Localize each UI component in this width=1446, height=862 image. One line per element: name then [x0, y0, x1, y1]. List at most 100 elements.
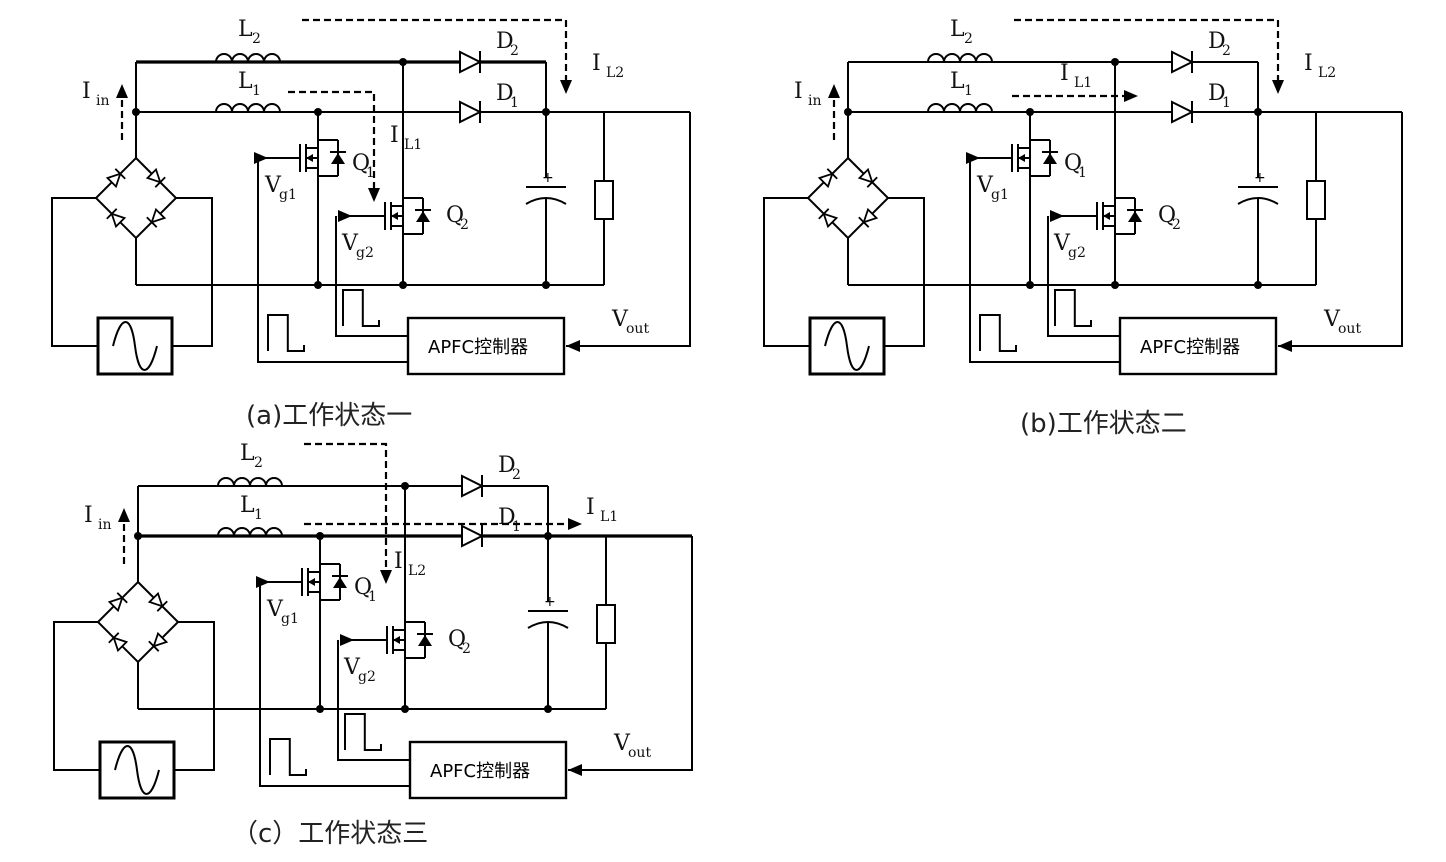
diode-bar	[106, 208, 118, 220]
il1-label: I	[1060, 61, 1069, 86]
vout-arrow-icon	[568, 764, 582, 776]
diode-symbol	[459, 50, 483, 74]
sine-wave-icon	[824, 321, 870, 371]
mosfet-arrow	[1018, 154, 1025, 162]
diode-symbol	[461, 524, 485, 548]
mosfet-arrow	[306, 154, 313, 162]
iin-label-subscript: in	[808, 93, 822, 109]
inductor-l2-label: L	[238, 17, 253, 42]
il2-label: I	[592, 51, 601, 76]
diode-d1-label: D	[496, 81, 514, 106]
vg2-drive-wire	[335, 216, 408, 337]
diode-d2-label-subscript: 2	[512, 467, 521, 483]
diode-bar	[114, 168, 126, 180]
gate-pulse-waveform	[1054, 289, 1092, 327]
vout-label-subscript: out	[626, 321, 649, 337]
capacitor-curved-plate	[1237, 197, 1279, 205]
vg1-drive-wire	[969, 158, 1120, 363]
capacitor-plus-sign: +	[542, 170, 554, 186]
diode-triangle	[150, 207, 167, 224]
vg2-arrow-icon	[1050, 210, 1064, 222]
mosfet-q1-label-subscript: 1	[366, 165, 375, 181]
bridge-diode	[857, 167, 878, 188]
mosfet-q1-label: Q	[1064, 151, 1082, 176]
vout-label-subscript: out	[1338, 321, 1361, 337]
iin-label: I	[84, 503, 93, 528]
diode-bar	[826, 168, 838, 180]
bridge-diode	[146, 207, 167, 228]
diode-d2-label: D	[496, 29, 514, 54]
diode-bar	[108, 632, 120, 644]
capacitor-curved-plate	[525, 197, 567, 205]
resistor-symbol	[1306, 180, 1326, 220]
diode-d2-label: D	[498, 453, 516, 478]
diode-symbol	[461, 474, 485, 498]
il1-label: I	[586, 495, 595, 520]
capacitor-curved-plate	[527, 621, 569, 629]
mosfet-q1-label-subscript: 1	[368, 589, 377, 605]
mosfet-arrow	[1103, 212, 1110, 220]
gate-pulse-waveform	[342, 289, 380, 327]
diode-bar	[156, 600, 168, 612]
vout-label: V	[613, 731, 631, 756]
diode-bar	[866, 176, 878, 188]
bridge-rectifier	[96, 580, 180, 664]
mosfet-arrow	[393, 636, 400, 644]
vg2-label: V	[1053, 231, 1071, 256]
inductor-l2-label-subscript: 2	[254, 455, 263, 471]
iin-arrow-icon	[118, 508, 130, 522]
il2-current-path	[304, 442, 388, 574]
diode-triangle	[857, 167, 874, 184]
mosfet-q2-label: Q	[1158, 203, 1176, 228]
vg1-arrow-icon	[254, 152, 268, 164]
inductor-l2-label: L	[240, 441, 255, 466]
caption-a: (a)工作状态一	[246, 401, 412, 431]
diode-bar	[154, 176, 166, 188]
inductor-symbol	[215, 53, 281, 63]
gate-pulse-waveform	[979, 314, 1017, 352]
iin-arrow-icon	[116, 84, 128, 98]
diode-triangle	[112, 636, 129, 653]
mosfet-q2-label-subscript: 2	[1172, 217, 1181, 233]
junction-dot	[1026, 281, 1034, 289]
inductor-l2-label-subscript: 2	[252, 31, 261, 47]
junction-dot	[132, 108, 140, 116]
il2-label-subscript: L2	[606, 65, 624, 81]
mosfet-q2-label: Q	[448, 627, 466, 652]
inductor-l1-label-subscript: 1	[252, 83, 261, 99]
junction-dot	[401, 705, 409, 713]
vg2-label-subscript: g2	[356, 245, 374, 261]
vg1-label: V	[976, 173, 994, 198]
il2-label-subscript: L2	[1318, 65, 1336, 81]
apfc-controller-box	[406, 316, 566, 376]
il2-label-subscript: L2	[408, 563, 426, 579]
inductor-l1-label-subscript: 1	[964, 83, 973, 99]
diode-d1-label-subscript: 1	[512, 519, 521, 535]
bridge-diode	[147, 591, 168, 612]
junction-dot	[134, 532, 142, 540]
junction-dot	[844, 108, 852, 116]
vg2-arrow-icon	[338, 210, 352, 222]
iin-label: I	[82, 79, 91, 104]
bridge-diode	[108, 632, 129, 653]
mosfet-arrow	[308, 578, 315, 586]
body-diode-triangle	[416, 211, 430, 222]
iin-arrow-icon	[828, 84, 840, 98]
inductor-l1-label: L	[950, 69, 965, 94]
diode-symbol	[1171, 50, 1195, 74]
vg2-drive-wire	[1047, 216, 1120, 337]
body-diode-triangle	[418, 635, 432, 646]
diode-bar	[116, 592, 128, 604]
mosfet-q1-label: Q	[354, 575, 372, 600]
iin-label-subscript: in	[98, 517, 112, 533]
gate-pulse-waveform	[344, 713, 382, 751]
bridge-rectifier	[94, 156, 178, 240]
junction-dot	[1111, 281, 1119, 289]
inductor-symbol	[217, 477, 283, 487]
ac-left-wire	[763, 197, 810, 347]
caption-b: (b)工作状态二	[1020, 409, 1187, 439]
il1-label-subscript: L1	[404, 137, 422, 153]
diode-d1-label-subscript: 1	[510, 95, 519, 111]
